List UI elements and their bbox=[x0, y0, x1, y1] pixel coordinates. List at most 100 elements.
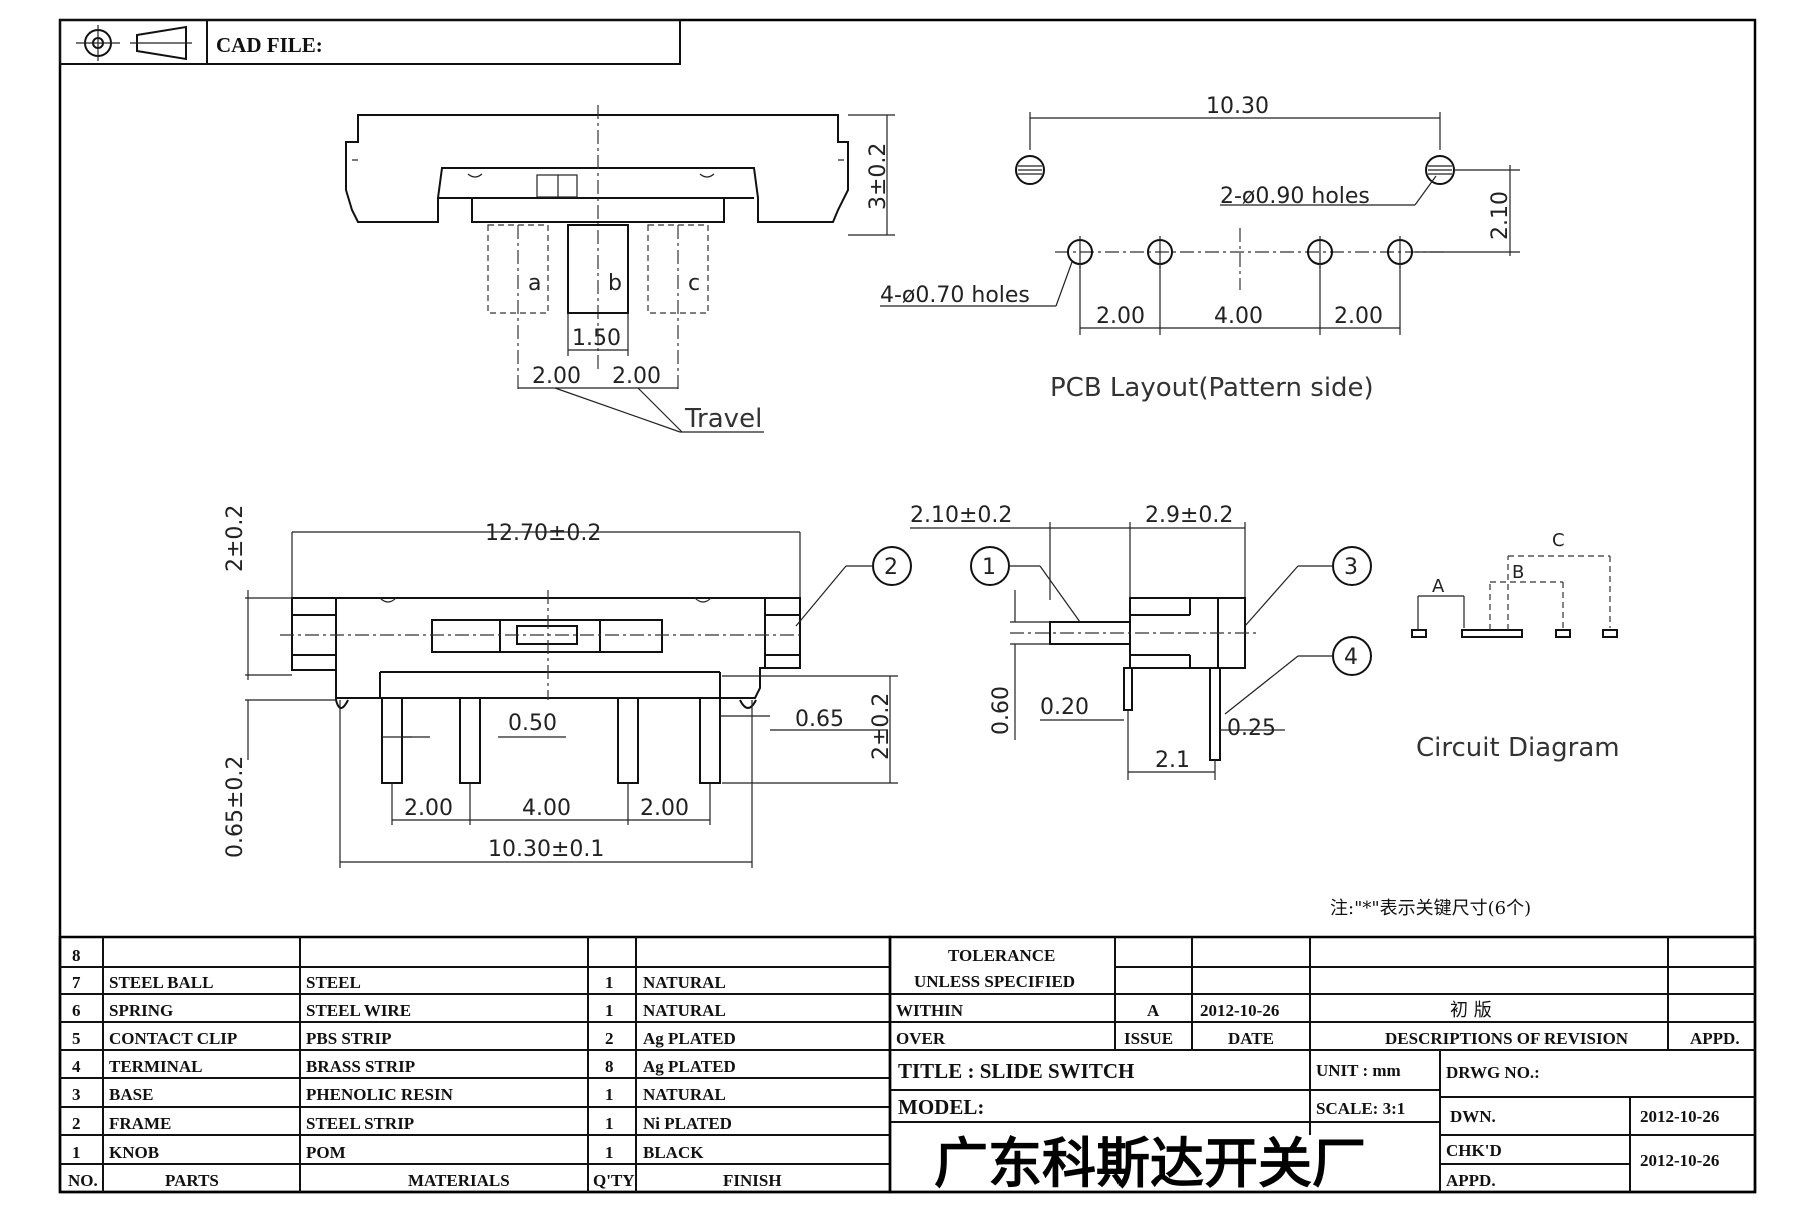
bom-cell-no: 2 bbox=[72, 1114, 81, 1133]
balloon-2-label: 2 bbox=[884, 555, 898, 580]
revision-date: 2012-10-26 bbox=[1200, 1001, 1279, 1020]
front-width-dim: 12.70±0.2 bbox=[485, 521, 601, 546]
circuit-diagram: A B C Circuit Diagram bbox=[1411, 530, 1620, 763]
side-pin-width: 0.25 bbox=[1227, 716, 1276, 741]
pin-label-c: c bbox=[688, 271, 700, 296]
travel-label: Travel bbox=[684, 404, 762, 434]
pin-label-b: b bbox=[608, 271, 622, 296]
bom-cell-part: FRAME bbox=[109, 1114, 171, 1133]
bom-cell-material: PBS STRIP bbox=[306, 1029, 392, 1048]
balloon-3-label: 3 bbox=[1344, 555, 1358, 580]
unit-label: UNIT : mm bbox=[1316, 1061, 1401, 1080]
bom-cell-qty: 1 bbox=[605, 1085, 614, 1104]
bom-cell-no: 6 bbox=[72, 1001, 81, 1020]
bom-cell-no: 8 bbox=[72, 946, 81, 965]
front-view: 12.70±0.2 2±0.2 0.65±0.2 bbox=[223, 505, 912, 868]
bom-cell-part: SPRING bbox=[109, 1001, 173, 1020]
bom-cell-material: POM bbox=[306, 1143, 346, 1162]
side-knob-height: 0.60 bbox=[989, 686, 1014, 735]
bom-cell-material: STEEL WIRE bbox=[306, 1001, 411, 1020]
pcb-pitch-1: 2.00 bbox=[1096, 304, 1145, 329]
front-pitch-1: 2.00 bbox=[404, 796, 453, 821]
drawn-date: 2012-10-26 bbox=[1640, 1107, 1719, 1126]
bom-header-finish: FINISH bbox=[723, 1171, 782, 1190]
bom-cell-no: 1 bbox=[72, 1143, 81, 1162]
side-knob-dim: 2.10±0.2 bbox=[910, 503, 1012, 528]
front-pitch-total: 10.30±0.1 bbox=[488, 837, 604, 862]
first-angle-projection-icon bbox=[76, 25, 192, 61]
bom-cell-qty: 2 bbox=[605, 1029, 614, 1048]
model-label: MODEL: bbox=[898, 1095, 984, 1119]
side-body-dim: 2.9±0.2 bbox=[1145, 503, 1233, 528]
title-label: TITLE : SLIDE SWITCH bbox=[898, 1059, 1134, 1083]
pcb-caption: PCB Layout(Pattern side) bbox=[1050, 373, 1374, 403]
bom-cell-qty: 1 bbox=[605, 1114, 614, 1133]
drawn-label: DWN. bbox=[1450, 1107, 1496, 1126]
circuit-label-b: B bbox=[1512, 562, 1524, 583]
pcb-hole-large bbox=[1015, 155, 1045, 185]
bom-cell-part: TERMINAL bbox=[109, 1057, 203, 1076]
bom-cell-part: STEEL BALL bbox=[109, 973, 213, 992]
travel-right-dim: 2.00 bbox=[612, 364, 661, 389]
top-view: a b c 3±0.2 1.50 2.00 2.00 Travel bbox=[345, 105, 895, 434]
travel-left-dim: 2.00 bbox=[532, 364, 581, 389]
pcb-layout: 10.30 2-ø0.90 holes 2.10 4-ø0.70 hole bbox=[880, 94, 1520, 403]
checked-date: 2012-10-26 bbox=[1640, 1151, 1719, 1170]
descriptions-header: DESCRIPTIONS OF REVISION bbox=[1385, 1029, 1629, 1048]
bom-header-no: NO. bbox=[68, 1171, 98, 1190]
bom-cell-material: BRASS STRIP bbox=[306, 1057, 415, 1076]
bom-cell-finish: Ag PLATED bbox=[643, 1029, 736, 1048]
cad-file-label: CAD FILE: bbox=[216, 33, 323, 57]
bom-cell-material: STEEL bbox=[306, 973, 361, 992]
bom-header-parts: PARTS bbox=[165, 1171, 219, 1190]
unless-specified-label: UNLESS SPECIFIED bbox=[914, 972, 1075, 991]
date-header: DATE bbox=[1228, 1029, 1274, 1048]
bom-cell-qty: 8 bbox=[605, 1057, 614, 1076]
bom-cell-finish: BLACK bbox=[643, 1143, 704, 1162]
balloon-4-label: 4 bbox=[1344, 645, 1358, 670]
scale-label: SCALE: 3:1 bbox=[1316, 1099, 1405, 1118]
key-dimension-note: 注:"*"表示关键尺寸(6个) bbox=[1330, 898, 1531, 919]
circuit-label-c: C bbox=[1552, 530, 1565, 551]
side-view: 2.10±0.2 2.9±0.2 2.1 0.60 0.20 0.25 bbox=[910, 503, 1372, 780]
circuit-label-a: A bbox=[1432, 576, 1445, 597]
bom-header-qty: Q'TY bbox=[593, 1171, 635, 1190]
revision-description: 初 版 bbox=[1450, 1000, 1492, 1021]
front-thickness-dim: 2±0.2 bbox=[223, 505, 248, 572]
pcb-width-dim: 10.30 bbox=[1206, 94, 1269, 119]
appd-header: APPD. bbox=[1690, 1029, 1740, 1048]
over-label: OVER bbox=[896, 1029, 946, 1048]
pin-label-a: a bbox=[528, 271, 541, 296]
bom-cell-material: PHENOLIC RESIN bbox=[306, 1085, 454, 1104]
revision-letter: A bbox=[1147, 1001, 1160, 1020]
pcb-pitch-3: 2.00 bbox=[1334, 304, 1383, 329]
front-pitch-3: 2.00 bbox=[640, 796, 689, 821]
company-name: 广东科斯达开关厂 bbox=[934, 1132, 1366, 1195]
bom-cell-qty: 1 bbox=[605, 1001, 614, 1020]
bom-cell-no: 4 bbox=[72, 1057, 81, 1076]
within-label: WITHIN bbox=[896, 1001, 964, 1020]
cad-file-header: CAD FILE: bbox=[59, 19, 681, 65]
side-pin-pitch: 2.1 bbox=[1155, 748, 1190, 773]
bom-cell-part: CONTACT CLIP bbox=[109, 1029, 237, 1048]
circuit-caption: Circuit Diagram bbox=[1416, 733, 1620, 763]
bom-cell-part: KNOB bbox=[109, 1143, 159, 1162]
pin-gap-dim: 1.50 bbox=[572, 326, 621, 351]
pin-extra-dim: 0.65 bbox=[795, 707, 844, 732]
front-pitch-2: 4.00 bbox=[522, 796, 571, 821]
approved-label: APPD. bbox=[1446, 1171, 1496, 1190]
bom-cell-material: STEEL STRIP bbox=[306, 1114, 414, 1133]
bom-cell-qty: 1 bbox=[605, 1143, 614, 1162]
pcb-hole-large bbox=[1425, 155, 1455, 185]
bom-cell-no: 5 bbox=[72, 1029, 81, 1048]
bom-cell-finish: NATURAL bbox=[643, 1085, 726, 1104]
bom-cell-finish: NATURAL bbox=[643, 1001, 726, 1020]
checked-label: CHK'D bbox=[1446, 1141, 1502, 1160]
pin-height-dim: 2±0.2 bbox=[869, 693, 894, 760]
drawing-number-label: DRWG NO.: bbox=[1446, 1063, 1540, 1082]
pin-width-dim: 0.50 bbox=[508, 711, 557, 736]
bom-cell-finish: Ag PLATED bbox=[643, 1057, 736, 1076]
bom-cell-no: 3 bbox=[72, 1085, 81, 1104]
pcb-offset-dim: 2.10 bbox=[1488, 191, 1513, 240]
